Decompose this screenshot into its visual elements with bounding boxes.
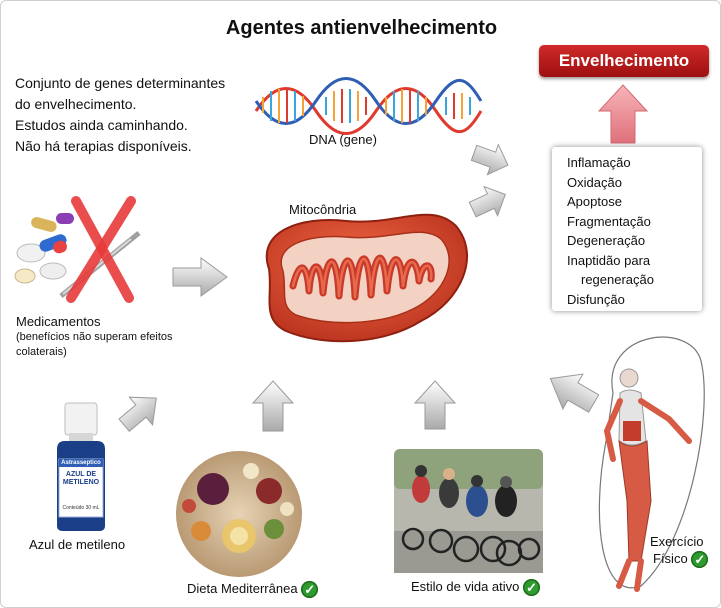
genes-note: Conjunto de genes determinantes do envel… bbox=[15, 73, 225, 157]
jump-rope-figure-icon bbox=[598, 336, 705, 592]
arrow-up-to-aging-icon bbox=[597, 84, 649, 144]
arrow-medications-to-mito-icon bbox=[172, 257, 228, 297]
methylene-blue-label: Azul de metileno bbox=[29, 537, 126, 552]
exercise-caption: Físico ✓ bbox=[653, 551, 709, 569]
medications-note: (benefícios não superam efeitos colatera… bbox=[16, 331, 173, 358]
checkmark-icon: ✓ bbox=[301, 581, 319, 599]
aging-effects-box: Inflamação Oxidação Apoptose Fragmentaçã… bbox=[552, 147, 702, 311]
cyclists-photo bbox=[394, 449, 543, 573]
mediterranean-diet-plate-icon bbox=[176, 451, 302, 577]
mitochondria-label: Mitocôndria bbox=[289, 202, 357, 217]
arrow-bottle-to-mito-icon bbox=[118, 396, 157, 432]
mitochondria-icon bbox=[265, 213, 468, 343]
methylene-blue-bottle-icon bbox=[57, 402, 105, 531]
genes-note-line: Não há terapias disponíveis. bbox=[15, 138, 192, 154]
lifestyle-caption: Estilo de vida ativo ✓ bbox=[411, 579, 541, 597]
arrow-dna-to-effects-icon bbox=[470, 143, 509, 176]
effect-item: Apoptose bbox=[567, 194, 622, 209]
dna-helix-icon bbox=[254, 77, 483, 135]
medications-icon bbox=[14, 196, 141, 303]
dna-label: DNA (gene) bbox=[309, 132, 377, 147]
checkmark-icon: ✓ bbox=[523, 579, 541, 597]
diet-caption: Dieta Mediterrânea ✓ bbox=[187, 581, 319, 599]
bottle-line-2: METILENO bbox=[62, 479, 100, 486]
checkmark-icon: ✓ bbox=[691, 551, 709, 569]
bottle-brand: Astrasseptico bbox=[61, 460, 101, 466]
genes-note-line: do envelhecimento. bbox=[15, 96, 137, 112]
arrow-diet-to-mito-icon bbox=[251, 380, 295, 432]
lifestyle-label: Estilo de vida ativo bbox=[411, 579, 520, 594]
exercise-label-line-2: Físico bbox=[653, 551, 688, 566]
effect-item-continuation: regeneração bbox=[581, 272, 654, 287]
exercise-label-line-1: Exercício bbox=[650, 534, 704, 549]
effect-item: Oxidação bbox=[567, 174, 622, 190]
effect-item: Fragmentação bbox=[567, 213, 651, 229]
diagram-title: Agentes antienvelhecimento bbox=[225, 17, 498, 39]
diet-label: Dieta Mediterrânea bbox=[187, 581, 298, 596]
bottle-line-1: AZUL DE bbox=[65, 471, 97, 478]
bottle-volume: Conteúdo 30 mL bbox=[62, 505, 100, 511]
genes-note-line: Conjunto de genes determinantes bbox=[15, 75, 226, 91]
aging-outcome-badge: Envelhecimento bbox=[539, 45, 709, 77]
effect-item: Inaptidão para bbox=[567, 252, 651, 268]
genes-note-line: Estudos ainda caminhando. bbox=[15, 117, 188, 133]
effect-item: Disfunção bbox=[567, 291, 625, 307]
effect-item: Inflamação bbox=[567, 155, 631, 170]
effect-item: Degeneração bbox=[567, 233, 646, 248]
arrow-exercise-to-effects-icon bbox=[549, 373, 600, 413]
aging-outcome-label: Envelhecimento bbox=[558, 51, 690, 70]
arrow-lifestyle-to-mito-icon bbox=[413, 380, 457, 430]
arrow-mito-to-effects-icon bbox=[468, 185, 506, 218]
medications-label: Medicamentos bbox=[16, 314, 101, 329]
